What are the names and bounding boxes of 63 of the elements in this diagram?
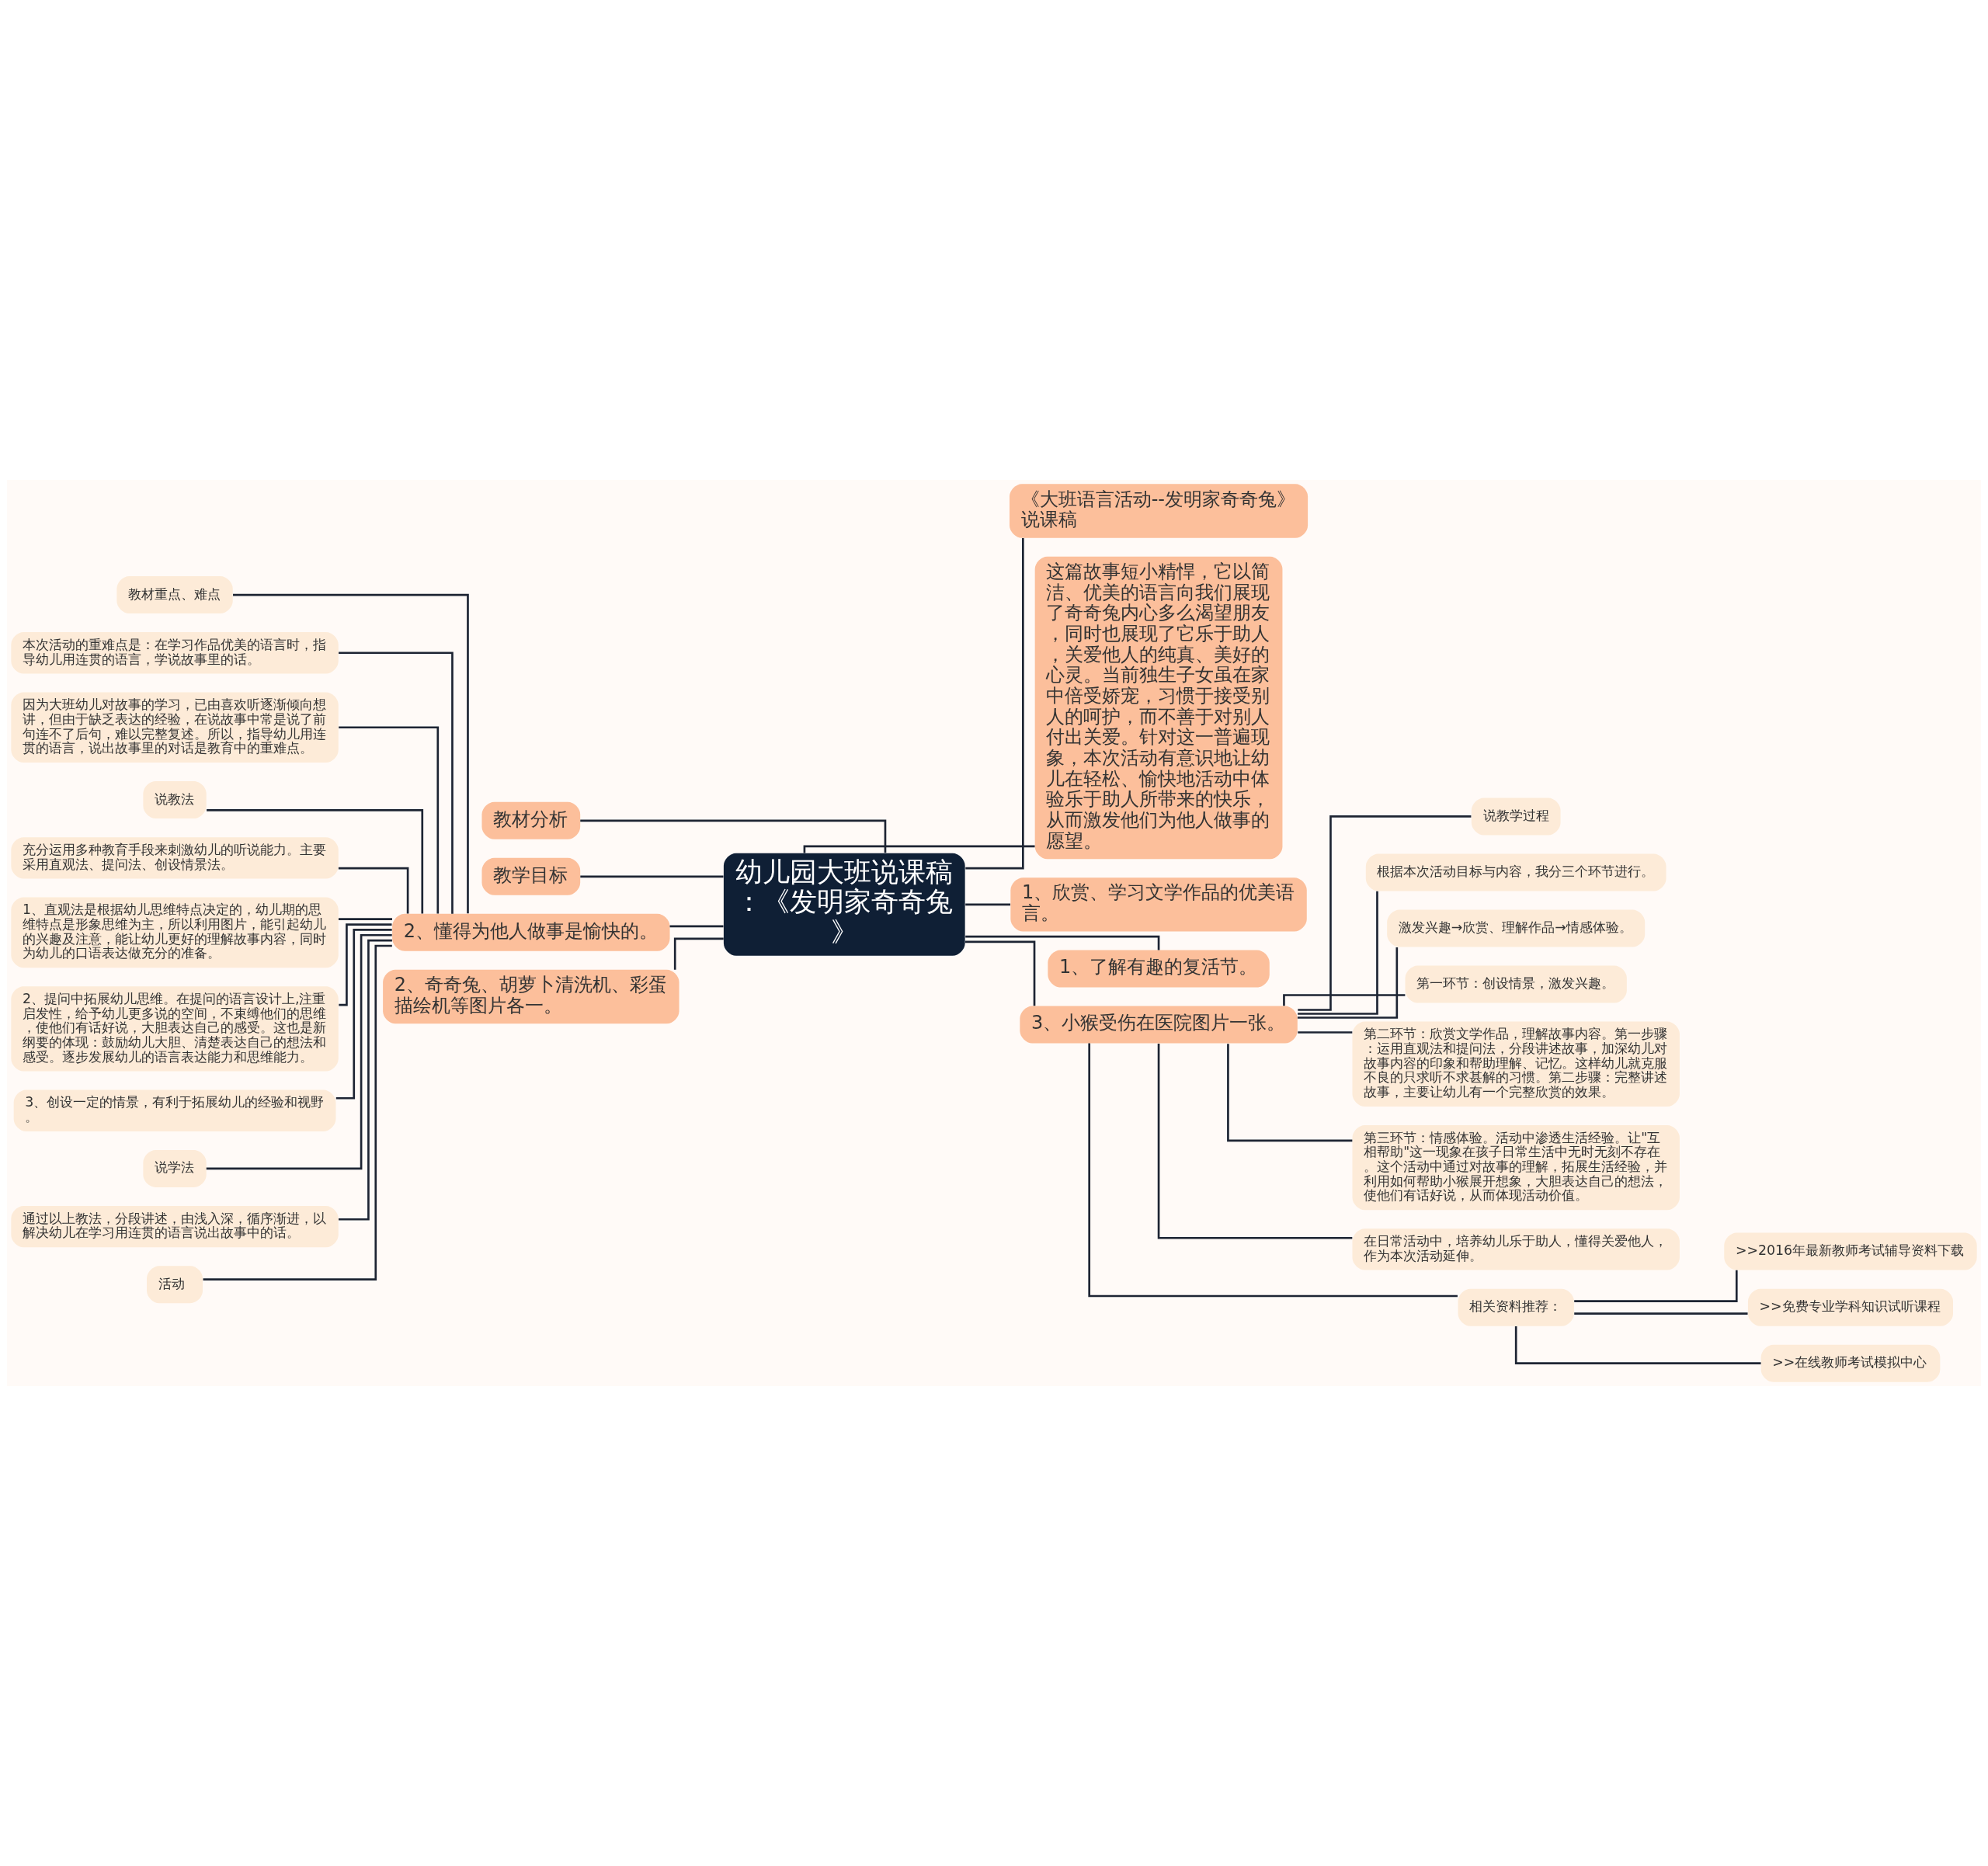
- node-box: 第一环节：创设情景，激发兴趣。: [1405, 965, 1627, 1003]
- node-box: 教材重点、难点: [116, 576, 233, 614]
- connector: [233, 593, 469, 914]
- node-box: 因为大班幼儿对故事的学习，已由喜欢听逐渐倾向想讲，但由于缺乏表达的经验，在说故事中常是说了前句连不了后句，难以完整复述。所以，指导幼儿用连贯的语言，说出故事里的对话是教育中的重难点。: [11, 692, 339, 763]
- node-box: 1、欣赏、学习文学作品的优美语言。: [1010, 877, 1307, 932]
- connector: [673, 937, 724, 970]
- node-box: 通过以上教法，分段讲述，由浅入深，循序渐进，以解决幼儿在学习用连贯的语言说出故事中的话。: [11, 1205, 339, 1248]
- node-box: 说学法: [143, 1149, 207, 1187]
- node-box: >>在线教师考试模拟中心: [1760, 1344, 1941, 1382]
- connector: [203, 944, 392, 1280]
- connector: [964, 940, 1036, 1006]
- connector: [335, 929, 392, 1100]
- node-box: 相关资料推荐：: [1458, 1288, 1574, 1326]
- node-box: 活动: [147, 1266, 203, 1304]
- node-box: 本次活动的重难点是：在学习作品优美的语言时，指导幼儿用连贯的语言，学说故事里的话。: [11, 632, 339, 674]
- connector: [1227, 1044, 1353, 1142]
- connector: [1283, 994, 1406, 1006]
- connector: [339, 652, 454, 914]
- connector: [339, 726, 440, 914]
- connector: [965, 935, 1160, 950]
- connector: [1157, 1043, 1353, 1239]
- connector: [338, 867, 409, 914]
- node-box: 3、创设一定的情景，有利于拓展幼儿的经验和视野。: [13, 1089, 336, 1131]
- connector: [1298, 891, 1378, 1015]
- connector: [669, 925, 724, 928]
- node-box: >>免费专业学科知识试听课程: [1747, 1288, 1953, 1326]
- node-box: 2、提问中拓展幼儿思维。在提问的语言设计上,注重启发性，给予幼儿更多说的空间，不束缚他们的思维，使他们有话好说，大胆表达自己的感受。这也是新纲要的体现：鼓励幼儿大胆、清楚表达自己的想法和感受。逐步发展幼儿的语言表达能力和思维能力。: [11, 986, 339, 1072]
- connector: [338, 918, 392, 920]
- connector: [1574, 1312, 1748, 1315]
- node-box: 根据本次活动目标与内容，我分三个环节进行。: [1365, 853, 1667, 891]
- node-box: 在日常活动中，培养幼儿乐于助人，懂得关爱他人，作为本次活动延伸。: [1352, 1228, 1680, 1270]
- connector: [1514, 1326, 1761, 1364]
- connector: [965, 537, 1024, 870]
- node-box: 《大班语言活动--发明家奇奇兔》说课稿: [1010, 484, 1309, 538]
- connector: [339, 923, 392, 1006]
- node-box: 第三环节：情感体验。活动中渗透生活经验。让"互相帮助"这一现象在孩子日常生活中无时无刻不存在。这个活动中通过对故事的理解，拓展生活经验，并利用如何帮助小猴展开想象，大胆表达自己的想法，使他们有话好说，从而体现活动价值。: [1352, 1124, 1680, 1211]
- node-box: 3、小猴受伤在医院图片一张。: [1020, 1006, 1298, 1044]
- node-box: 2、懂得为他人做事是愉快的。: [392, 913, 670, 951]
- node-box: 激发兴趣→欣赏、理解作品→情感体验。: [1387, 909, 1646, 947]
- connector: [206, 933, 392, 1170]
- node-box: 1、了解有趣的复活节。: [1048, 950, 1270, 988]
- node-box: 1、直观法是根据幼儿思维特点决定的，幼儿期的思维特点是形象思维为主，所以利用图片，能引起幼儿的兴趣及注意，能让幼儿更好的理解故事内容，同时为幼儿的口语表达做充分的准备。: [11, 897, 339, 968]
- node-box: 充分运用多种教育手段来刺激幼儿的听说能力。主要采用直观法、提问法、创设情景法。: [11, 837, 339, 879]
- node-box: 2、奇奇兔、胡萝卜清洗机、彩蛋描绘机等图片各一。: [383, 969, 679, 1024]
- node-box: 教学目标: [481, 857, 581, 895]
- connector: [1298, 815, 1472, 1011]
- node-box: 第二环节：欣赏文学作品，理解故事内容。第一步骤：运用直观法和提问法，分段讲述故事，加深幼儿对故事内容的印象和帮助理解、记忆。这样幼儿就克服不良的只求听不求甚解的习惯。第二步骤：完整讲述故事，主要让幼儿有一个完整欣赏的效果。: [1352, 1021, 1680, 1107]
- connector: [1574, 1270, 1738, 1302]
- connector: [1297, 947, 1399, 1019]
- node-box: 这篇故事短小精悍，它以简洁、优美的语言向我们展现了奇奇兔内心多么渴望朋友，同时也展现了它乐于助人，关爱他人的纯真、美好的心灵。当前独生子女虽在家中倍受娇宠，习惯于接受别人的呵护，而不善于对别人付出关爱。针对这一普遍现象，本次活动有意识地让幼儿在轻松、愉快地活动中体验乐于助人所带来的快乐，从而激发他们为他人做事的愿望。: [1034, 556, 1283, 860]
- node-box: 说教学过程: [1471, 797, 1561, 836]
- connector: [580, 875, 724, 878]
- connector: [580, 819, 887, 853]
- node-box: >>2016年最新教师考试辅导资料下载: [1724, 1232, 1977, 1270]
- connector: [803, 845, 1035, 853]
- connector: [1088, 1043, 1458, 1298]
- connector: [1298, 1031, 1353, 1034]
- connector: [339, 939, 392, 1221]
- connector: [207, 809, 424, 914]
- connector: [965, 903, 1010, 906]
- node-box: 幼儿园大班说课稿：《发明家奇奇兔》: [723, 853, 965, 956]
- node-box: 说教法: [143, 781, 207, 819]
- node-box: 教材分析: [481, 801, 581, 839]
